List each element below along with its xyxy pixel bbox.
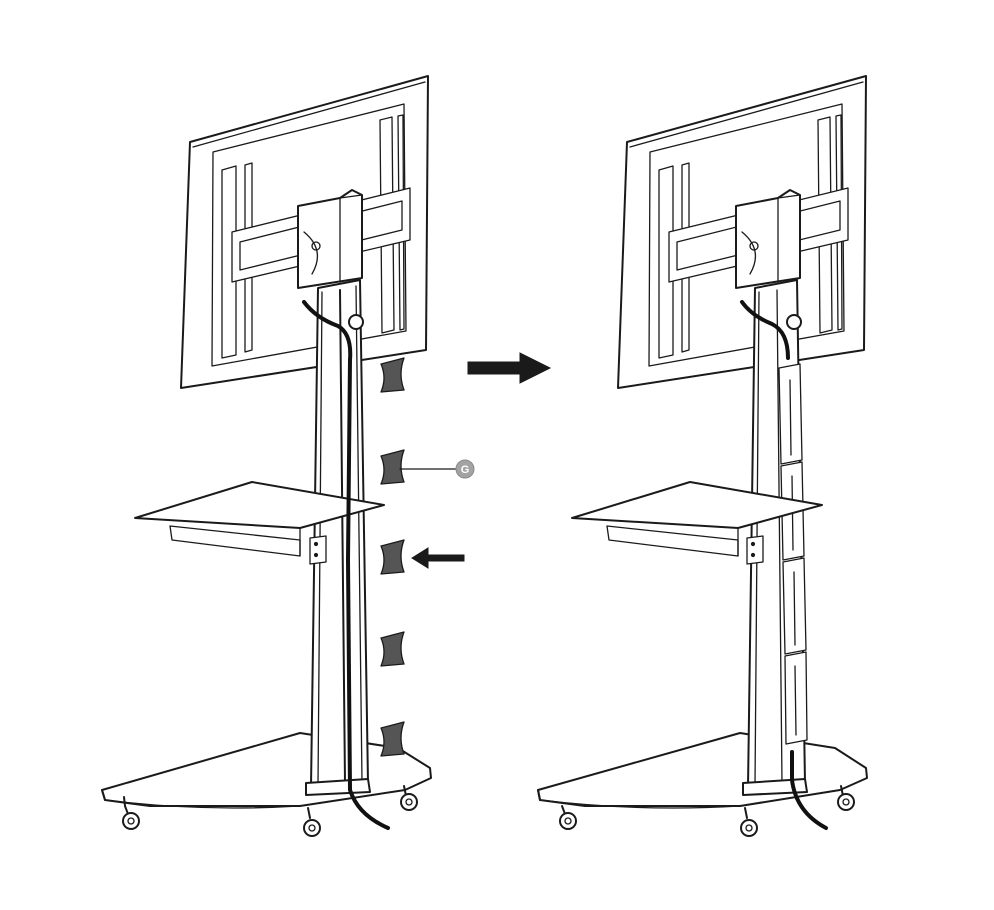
head-bracket-left (297, 189, 363, 289)
head-bracket-right (735, 189, 801, 289)
step-arrow (467, 352, 552, 384)
stand-before: G (101, 75, 475, 837)
power-cable-right (740, 300, 790, 360)
cable-clip (380, 721, 405, 757)
caster (559, 805, 577, 830)
caster (303, 807, 321, 837)
caster (740, 807, 758, 837)
column-left (305, 279, 371, 796)
stand-after (537, 75, 868, 837)
callout-g-label: G (461, 464, 470, 476)
power-cable-right-exit (790, 750, 828, 830)
cable-clip (380, 631, 405, 667)
cable-clip (380, 539, 405, 575)
base-left (101, 732, 432, 837)
column-right (742, 279, 808, 796)
cable-clip (380, 449, 405, 485)
power-cable-left (302, 300, 390, 830)
insert-arrow (411, 547, 465, 569)
caster (837, 785, 855, 811)
cable-clip (380, 357, 405, 393)
shelf-left (134, 481, 385, 565)
cable-clips (380, 357, 405, 757)
callout-g: G (399, 459, 475, 479)
caster (122, 805, 140, 830)
caster (400, 785, 418, 811)
shelf-right (571, 481, 823, 565)
callout-g-badge (455, 459, 475, 479)
caster (123, 796, 126, 807)
